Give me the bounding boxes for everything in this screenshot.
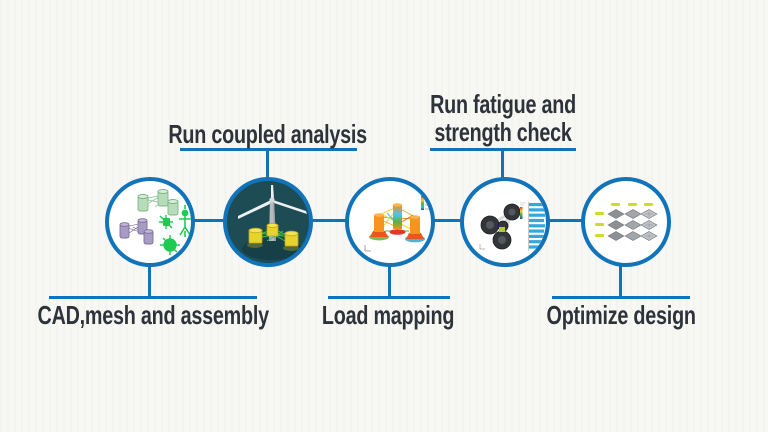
label-underline (430, 148, 576, 151)
step-label-text: Load mapping (322, 300, 455, 330)
step-label-optimize-design: Optimize design (541, 301, 701, 329)
label-connector (266, 150, 269, 179)
label-connector (388, 265, 391, 297)
design-variants-grid-icon (595, 203, 658, 241)
step-circle-cad-mesh-assembly (105, 177, 195, 267)
label-underline (552, 296, 690, 299)
step-circle-fatigue-strength (460, 177, 550, 267)
fatigue-strength-results-icon (479, 202, 546, 251)
step-circle-coupled-analysis (223, 177, 313, 267)
floating-wind-turbine-icon (238, 185, 307, 260)
step-label-cad-mesh-assembly: CAD,mesh and assembly (37, 301, 269, 329)
step-label-text: Run coupled analysis (168, 119, 368, 149)
step-label-fatigue-strength: Run fatigue and strength check (428, 90, 578, 146)
label-connector (148, 265, 151, 297)
step-label-load-mapping: Load mapping (316, 301, 461, 329)
label-underline (328, 296, 450, 299)
step-label-text: Optimize design (546, 300, 696, 330)
load-mapped-platform-icon (364, 196, 429, 252)
cad-mesh-assembly-icon (119, 189, 191, 255)
step-label-text: Run fatigue and strength check (430, 89, 576, 147)
step-label-coupled-analysis: Run coupled analysis (168, 120, 368, 148)
step-circle-optimize-design (581, 177, 671, 267)
step-circle-load-mapping (345, 177, 435, 267)
label-connector (501, 150, 504, 179)
label-underline (49, 296, 257, 299)
label-underline (180, 148, 357, 151)
label-connector (619, 266, 622, 297)
step-label-text: CAD,mesh and assembly (37, 300, 269, 330)
